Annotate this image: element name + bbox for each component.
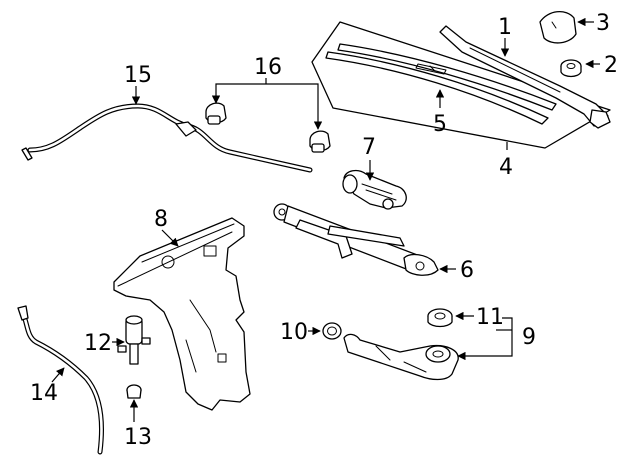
callout-1: 1: [498, 15, 512, 40]
callout-9: 9: [522, 325, 536, 350]
rear-wiper-cap: [427, 308, 453, 328]
washer-hose-upper: [21, 103, 313, 173]
leader-lines: [51, 17, 600, 422]
wiper-blade-assembly: [311, 21, 611, 149]
wiper-linkage: [273, 203, 439, 276]
pump-grommet: [126, 384, 142, 399]
callout-14: 14: [30, 381, 58, 406]
callout-10: 10: [280, 320, 308, 345]
callout-5: 5: [433, 112, 447, 137]
washer-nozzle-left: [205, 102, 227, 125]
seal-ring: [322, 322, 342, 340]
rear-wiper-motor: [343, 333, 459, 381]
arm-cap: [539, 11, 577, 44]
callout-12: 12: [84, 331, 112, 356]
callout-16: 16: [254, 55, 282, 80]
callout-13: 13: [124, 425, 152, 450]
callout-8: 8: [154, 207, 168, 232]
wiper-motor: [342, 169, 407, 210]
washer-reservoir: [113, 217, 251, 411]
callout-4: 4: [499, 155, 513, 180]
callout-6: 6: [460, 258, 474, 283]
washer-pump: [117, 315, 151, 365]
callout-2: 2: [604, 53, 618, 78]
washer-nozzle-right: [309, 130, 331, 153]
callout-7: 7: [362, 135, 376, 160]
callout-11: 11: [476, 305, 504, 330]
washer-hose-lower: [17, 305, 104, 455]
wiper-arm: [439, 25, 611, 129]
callout-15: 15: [124, 63, 152, 88]
arm-nut: [560, 59, 582, 78]
callout-3: 3: [596, 11, 610, 36]
